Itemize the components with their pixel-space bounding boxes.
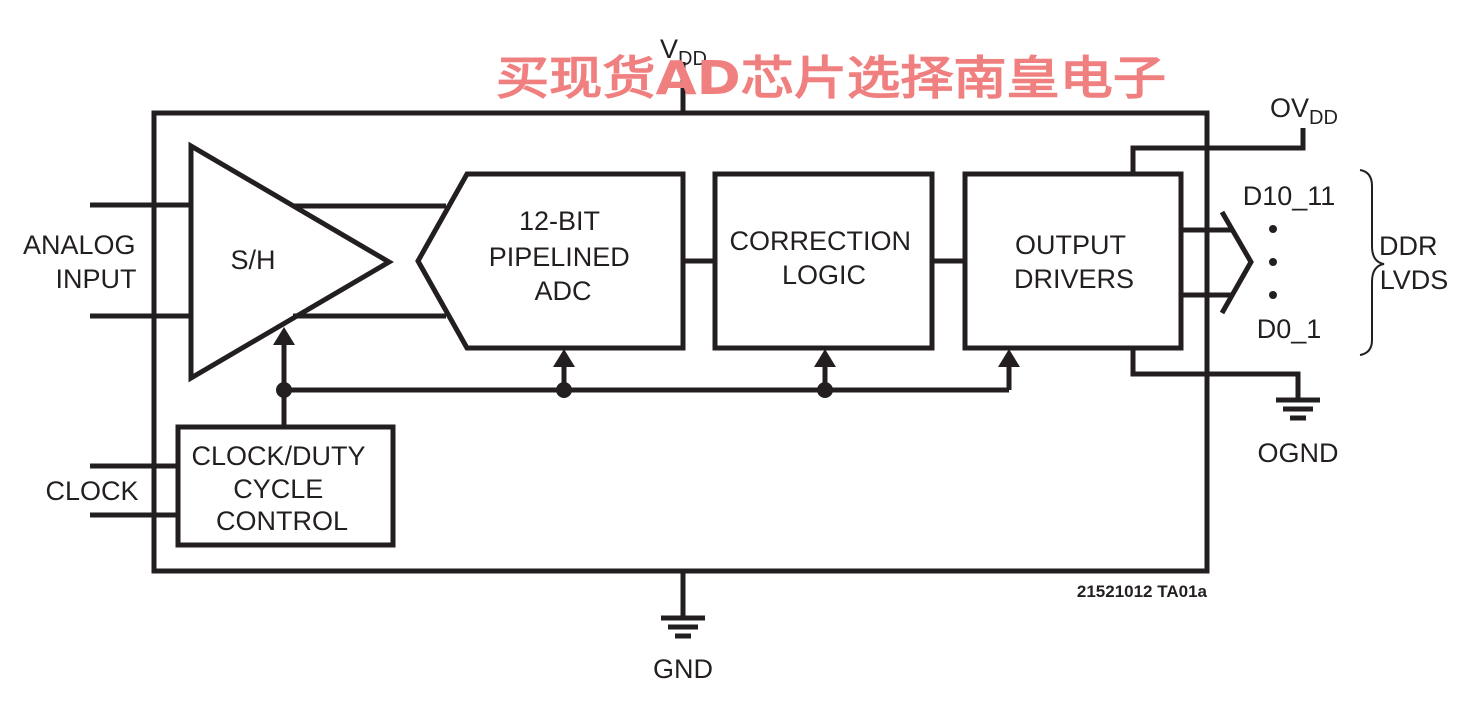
clock-junction-dot — [276, 382, 292, 398]
output-bus-arrow-icon — [1181, 210, 1254, 315]
clock-junction-dot — [817, 382, 833, 398]
output-drivers-label: OUTPUT DRIVERS — [1014, 230, 1134, 294]
watermark-text: 买现货AD芯片选择南皇电子 — [496, 51, 1166, 105]
ovdd-label: OVDD — [1270, 93, 1338, 129]
ognd-label: OGND — [1258, 438, 1339, 468]
sh-clock-arrow-icon — [273, 327, 295, 345]
figure-id-label: 21521012 TA01a — [1077, 582, 1208, 601]
output-top-bit-label: D10_11 — [1243, 181, 1336, 211]
adc-clock-arrow-icon — [553, 349, 575, 367]
analog-input-label: ANALOG INPUT — [23, 230, 143, 294]
sample-hold-amplifier — [188, 141, 394, 383]
output-brace-icon — [1359, 169, 1385, 356]
correction-clock-arrow-icon — [814, 349, 836, 367]
ovdd-wire — [1130, 128, 1306, 174]
gnd-label: GND — [653, 654, 713, 684]
output-ellipsis-dot — [1269, 291, 1277, 299]
output-drivers-block — [962, 171, 1184, 351]
output-bottom-bit-label: D0_1 — [1257, 314, 1322, 344]
output-clock-arrow-icon — [998, 349, 1020, 367]
correction-logic-label: CORRECTION LOGIC — [729, 226, 918, 290]
clock-duty-cycle-block — [175, 424, 396, 548]
adc-label: 12-BIT PIPELINED ADC — [489, 206, 638, 306]
clock-duty-cycle-label: CLOCK/DUTY CYCLE CONTROL — [191, 441, 372, 536]
output-ellipsis-dot — [1269, 225, 1277, 233]
gnd-symbol-icon — [661, 615, 705, 639]
clock-input-label: CLOCK — [45, 476, 138, 506]
ddr-lvds-label: DDR LVDS — [1379, 231, 1448, 295]
sh-label: S/H — [230, 245, 275, 275]
ognd-symbol-icon — [1276, 397, 1320, 421]
vdd-label: VDD — [660, 34, 707, 70]
adc-block — [415, 171, 686, 351]
clock-junction-dot — [556, 382, 572, 398]
output-ellipsis-dot — [1269, 258, 1277, 266]
ognd-wire — [1130, 348, 1301, 398]
